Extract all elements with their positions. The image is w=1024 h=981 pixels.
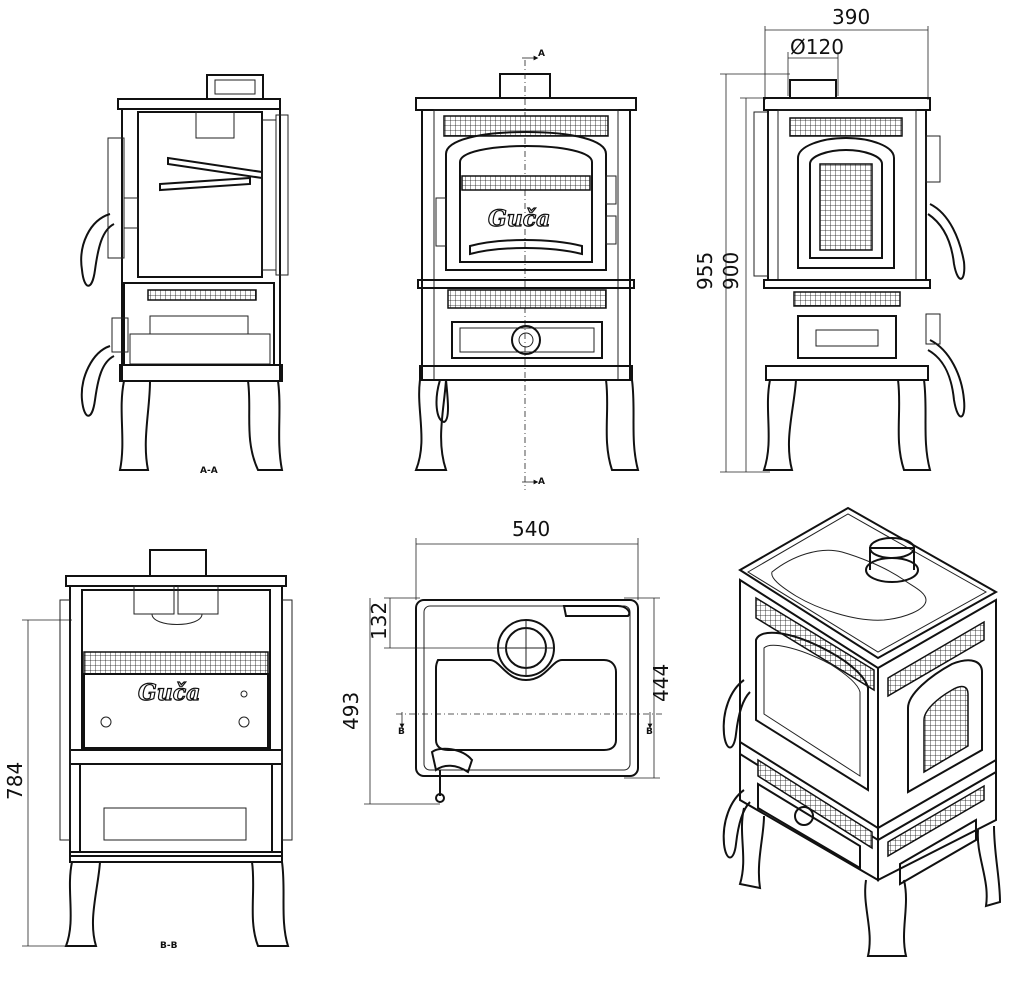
- dimension-depth-444: 444: [649, 664, 673, 702]
- dimension-width-390: 390: [832, 5, 870, 29]
- side-view: 390 Ø120 955 900: [693, 5, 966, 473]
- front-view: A A Guča: [414, 49, 640, 490]
- section-label-b-left: B: [398, 727, 405, 737]
- brand-logo-front: Guča: [488, 206, 550, 232]
- dimension-depth-493: 493: [339, 692, 363, 730]
- dimension-height-955: 955: [693, 252, 717, 290]
- dimension-width-540: 540: [512, 517, 550, 541]
- top-view: 540 132 493 444 B B: [339, 517, 673, 805]
- section-label-a-bottom: A: [538, 477, 545, 487]
- section-label-bb: B-B: [160, 941, 178, 951]
- section-aa-view: A-A: [80, 74, 289, 476]
- section-label-aa: A-A: [200, 466, 218, 476]
- section-label-a-top: A: [538, 49, 545, 59]
- dimension-depth-132: 132: [367, 602, 391, 640]
- isometric-view: [722, 506, 1002, 957]
- dimension-height-784: 784: [3, 762, 27, 800]
- section-bb-view: 784 Guča B-B: [3, 549, 293, 951]
- brand-logo-section: Guča: [138, 680, 200, 706]
- dimension-height-900: 900: [719, 252, 743, 290]
- section-label-b-right: B: [646, 727, 653, 737]
- dimension-flue-diameter: Ø120: [790, 35, 844, 59]
